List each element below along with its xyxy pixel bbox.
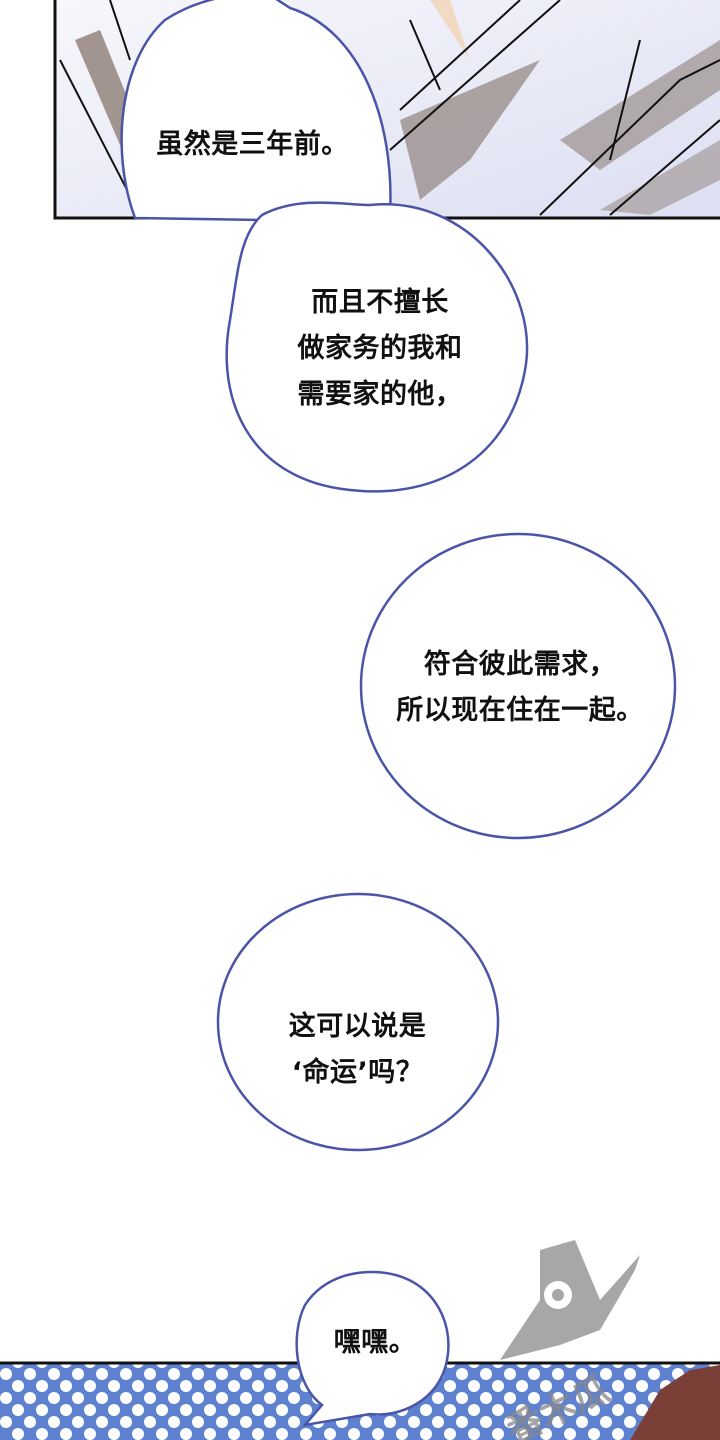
bubble-4-text: 这可以说是 ‘命运’吗？ — [240, 1004, 475, 1096]
bubble-line: 而且不擅长 — [311, 287, 449, 318]
bubble-line: 符合彼此需求， — [423, 649, 617, 680]
bubble-line: 所以现在住在一起。 — [396, 695, 644, 726]
bubble-line: 嘿嘿。 — [333, 1327, 417, 1358]
bubble-line: 虽然是三年前。 — [156, 129, 349, 160]
bubble-5-text: 嘿嘿。 — [315, 1320, 435, 1366]
bubble-line: ‘命运’吗？ — [291, 1057, 424, 1088]
speech-bubbles — [120, 0, 677, 1427]
bubble-3-text: 符合彼此需求， 所以现在住在一起。 — [365, 642, 675, 734]
bubble-line: 需要家的他， — [297, 379, 463, 410]
bubble-2-text: 而且不擅长 做家务的我和 需要家的他， — [260, 280, 500, 418]
bubble-1-text: 虽然是三年前。 — [130, 122, 375, 168]
bubble-line: 这可以说是 — [288, 1011, 427, 1042]
bubble-line: 做家务的我和 — [297, 333, 463, 364]
